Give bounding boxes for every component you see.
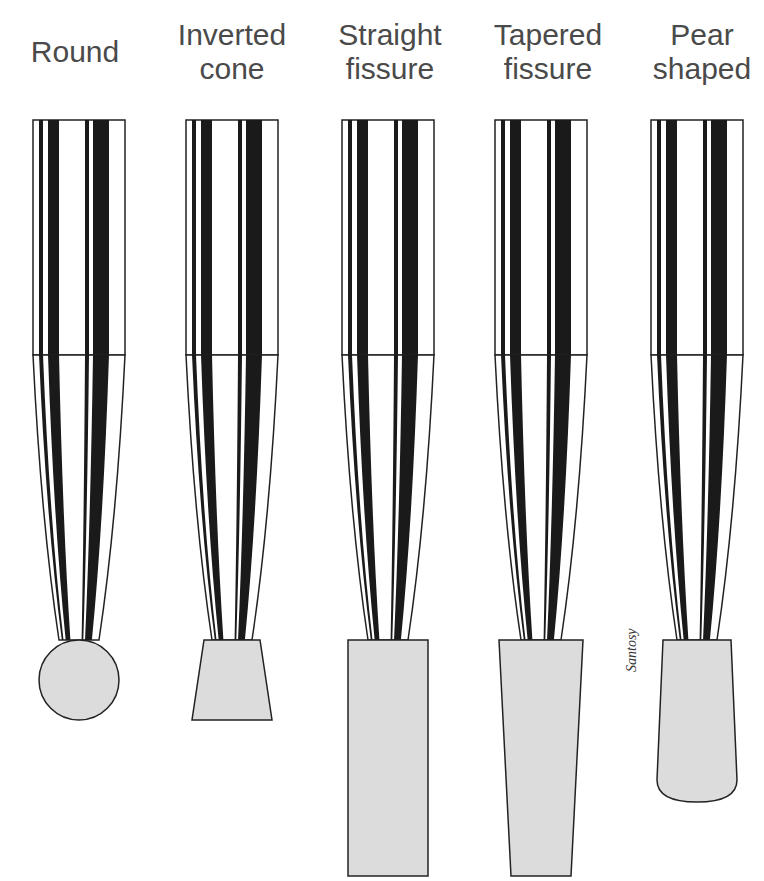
bur-label: Round <box>10 14 140 90</box>
shank-stripe <box>501 120 505 355</box>
shank-stripe <box>39 120 43 355</box>
bur-head <box>657 640 737 802</box>
shank-stripe <box>246 120 262 355</box>
shank-stripe <box>348 120 352 355</box>
bur-label: Pear shaped <box>644 14 760 90</box>
neck-stripe <box>357 355 379 640</box>
shank-stripe <box>666 120 677 355</box>
bur-neck <box>186 355 278 640</box>
bur-label: Tapered fissure <box>478 14 618 90</box>
neck-stripe <box>547 355 571 640</box>
shank-stripe <box>357 120 368 355</box>
bur-label: Straight fissure <box>320 14 460 90</box>
neck-stripe <box>394 355 418 640</box>
artist-signature: Santosy <box>624 628 640 672</box>
bur-neck <box>651 355 743 640</box>
bur-neck <box>33 355 125 640</box>
bur-head <box>39 640 119 720</box>
shank-stripe <box>201 120 212 355</box>
shank-stripe <box>93 120 109 355</box>
shank-stripe <box>402 120 418 355</box>
bur-neck <box>342 355 434 640</box>
shank-stripe <box>48 120 59 355</box>
dental-bur <box>651 120 743 802</box>
dental-bur <box>342 120 434 876</box>
neck-stripe <box>201 355 223 640</box>
bur-shank <box>186 120 278 355</box>
bur-head <box>348 640 428 876</box>
shank-stripe <box>547 120 551 355</box>
shank-stripe <box>394 120 398 355</box>
neck-stripe <box>703 355 727 640</box>
shank-stripe <box>510 120 521 355</box>
shank-stripe <box>238 120 242 355</box>
neck-stripe <box>85 355 109 640</box>
bur-label: Inverted cone <box>167 14 297 90</box>
bur-neck <box>495 355 587 640</box>
bur-head <box>192 640 272 720</box>
bur-shank <box>495 120 587 355</box>
neck-stripe <box>510 355 532 640</box>
neck-stripe <box>666 355 688 640</box>
dental-bur <box>495 120 587 876</box>
shank-stripe <box>555 120 571 355</box>
bur-shank <box>342 120 434 355</box>
bur-shank <box>33 120 125 355</box>
shank-stripe <box>703 120 707 355</box>
dental-bur <box>186 120 278 720</box>
shank-stripe <box>85 120 89 355</box>
neck-stripe <box>238 355 262 640</box>
dental-bur <box>33 120 125 720</box>
shank-stripe <box>657 120 661 355</box>
bur-head <box>499 640 583 876</box>
bur-shank <box>651 120 743 355</box>
shank-stripe <box>711 120 727 355</box>
neck-stripe <box>48 355 70 640</box>
shank-stripe <box>192 120 196 355</box>
